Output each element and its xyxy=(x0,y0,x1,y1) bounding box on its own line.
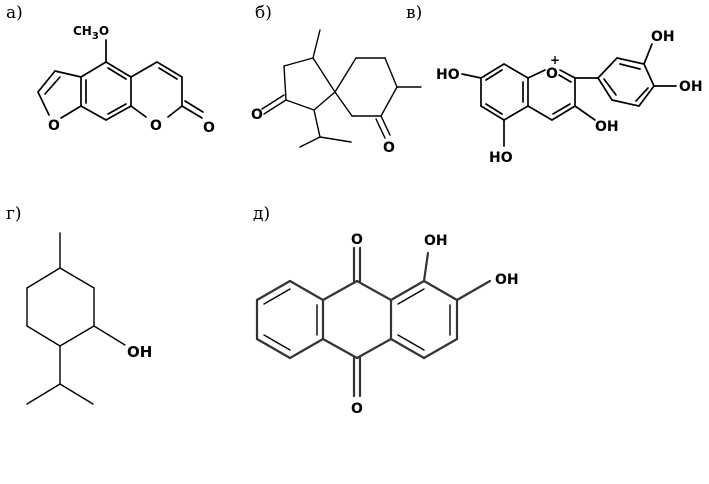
menthol-skeleton xyxy=(26,232,126,405)
methoxy-ch-label: CH3O xyxy=(73,24,109,42)
panel-e: д) xyxy=(253,204,519,417)
oh-label-right: OH xyxy=(679,79,703,95)
panel-a: а) CH3O xyxy=(6,3,215,136)
caption-a: а) xyxy=(6,3,23,23)
oxonium-oxygen: O xyxy=(546,66,558,82)
spiro-skeleton xyxy=(261,29,422,148)
caption-b: б) xyxy=(255,3,272,23)
oh-label-top: OH xyxy=(424,233,448,249)
flavylium-skeleton xyxy=(461,43,677,147)
oxonium-charge: + xyxy=(550,53,560,67)
caption-c: в) xyxy=(406,3,422,23)
panel-d: г) OH xyxy=(6,204,152,405)
anthraquinone-skeleton xyxy=(255,246,492,398)
pyran-oxygen: O xyxy=(150,118,162,134)
furan-oxygen: O xyxy=(48,118,60,134)
caption-d: г) xyxy=(6,204,22,224)
psoralen-skeleton xyxy=(37,39,204,121)
oh-label-top-right: OH xyxy=(651,29,675,45)
ketone-right-oxygen: O xyxy=(383,140,395,156)
oh-label-left: HO xyxy=(436,67,460,83)
caption-e: д) xyxy=(253,204,270,224)
carbonyl-bottom-oxygen: O xyxy=(351,401,363,417)
carbonyl-oxygen-a: O xyxy=(203,120,215,136)
ketone-left-oxygen: O xyxy=(251,107,263,123)
oh-label-ring-c: OH xyxy=(595,119,619,135)
carbonyl-top-oxygen: O xyxy=(351,232,363,248)
panel-b: б) xyxy=(251,3,422,156)
panel-c: в) xyxy=(406,3,703,166)
oh-label-menthol: OH xyxy=(127,343,152,361)
oh-label-bottom-left: HO xyxy=(489,150,513,166)
oh-label-right-e: OH xyxy=(495,272,519,288)
